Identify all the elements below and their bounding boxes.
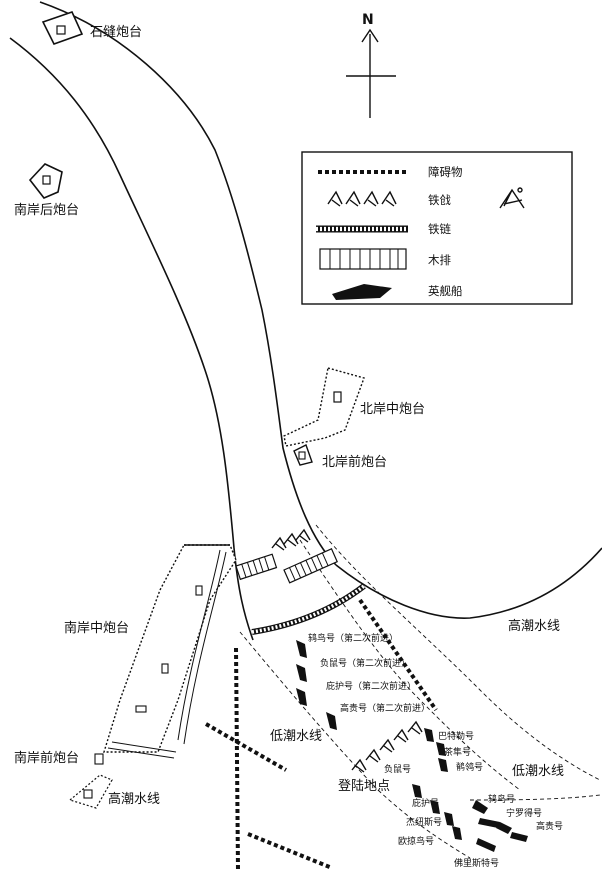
shifeng-fort — [41, 11, 84, 45]
label-ship-gaogui: 高贵号 — [536, 820, 563, 832]
north-middle-fort — [283, 367, 365, 447]
iron-stakes-north — [271, 528, 311, 551]
compass-north-letter: N — [362, 12, 374, 28]
label-shifeng-fort: 石缝炮台 — [90, 25, 142, 40]
label-ship-advance-1: 鸫鸟号（第二次前进） — [308, 632, 398, 644]
compass — [346, 28, 396, 118]
legend-british-ship-symbol — [332, 284, 392, 300]
label-ship-chafei: 茶隼号 — [444, 746, 471, 758]
label-low-tide-east: 低潮水线 — [512, 764, 564, 779]
legend-label-timber-raft: 木排 — [428, 253, 451, 267]
south-rear-fort — [28, 163, 63, 199]
label-landing-site: 登陆地点 — [338, 778, 390, 794]
east-bank-lower-line — [335, 547, 602, 619]
timber-rafts — [235, 548, 338, 584]
legend-label-iron-chain: 铁链 — [428, 222, 451, 236]
low-tide-lines — [239, 524, 601, 859]
legend-label-british-ship: 英舰船 — [428, 284, 463, 298]
label-ship-dongniao: 鸫鸟号 — [488, 793, 515, 805]
east-bank-upper-line — [39, 1, 337, 566]
timber-raft — [283, 548, 338, 584]
iron-stakes-south — [351, 720, 423, 773]
legend-timber-raft-symbol — [319, 248, 407, 270]
label-ship-advance-4: 高贵号（第二次前进） — [340, 702, 430, 714]
label-ship-bateguo: 巴特勒号 — [438, 730, 474, 742]
label-south-front-fort: 南岸前炮台 — [14, 750, 79, 766]
label-ship-fuleisi: 佛里斯特号 — [454, 857, 499, 869]
label-high-tide-west: 高潮水线 — [108, 791, 160, 807]
legend-label-iron-stake: 铁戗 — [428, 193, 451, 207]
north-front-fort — [293, 444, 313, 466]
label-ship-advance-2: 负鼠号（第二次前进） — [320, 657, 410, 669]
label-ship-advance-3: 庇护号（第二次前进） — [326, 680, 416, 692]
label-ship-jieniesi: 杰纽斯号 — [406, 816, 442, 828]
label-high-tide-east: 高潮水线 — [508, 618, 560, 634]
label-low-tide-center: 低潮水线 — [270, 729, 322, 744]
west-bank-line — [9, 37, 235, 549]
south-front-fort — [68, 753, 113, 809]
label-north-middle-fort: 北岸中炮台 — [360, 402, 425, 417]
legend: 障碍物 铁戗 铁链 木排 英舰船 — [301, 151, 573, 305]
label-ship-bihu: 庇护号 — [412, 797, 439, 809]
legend-iron-stake-symbol — [327, 187, 525, 209]
ships-advance — [296, 640, 337, 730]
label-ship-fushu: 负鼠号 — [384, 763, 411, 775]
iron-chain — [251, 583, 366, 635]
label-north-front-fort: 北岸前炮台 — [322, 454, 387, 470]
ships-anchored — [412, 728, 528, 852]
label-south-middle-fort: 南岸中炮台 — [64, 620, 129, 636]
label-ship-jiqiao: 鹡鸰号 — [456, 761, 483, 773]
timber-raft — [235, 553, 278, 581]
label-south-rear-fort: 南岸后炮台 — [14, 202, 79, 218]
river-banks — [9, 1, 602, 641]
obstacles — [205, 598, 438, 871]
south-middle-fort — [103, 544, 237, 759]
legend-label-obstacle: 障碍物 — [428, 165, 463, 179]
label-ship-ningluo: 宁罗得号 — [506, 807, 542, 819]
label-ship-ouliao: 欧掠鸟号 — [398, 835, 434, 847]
